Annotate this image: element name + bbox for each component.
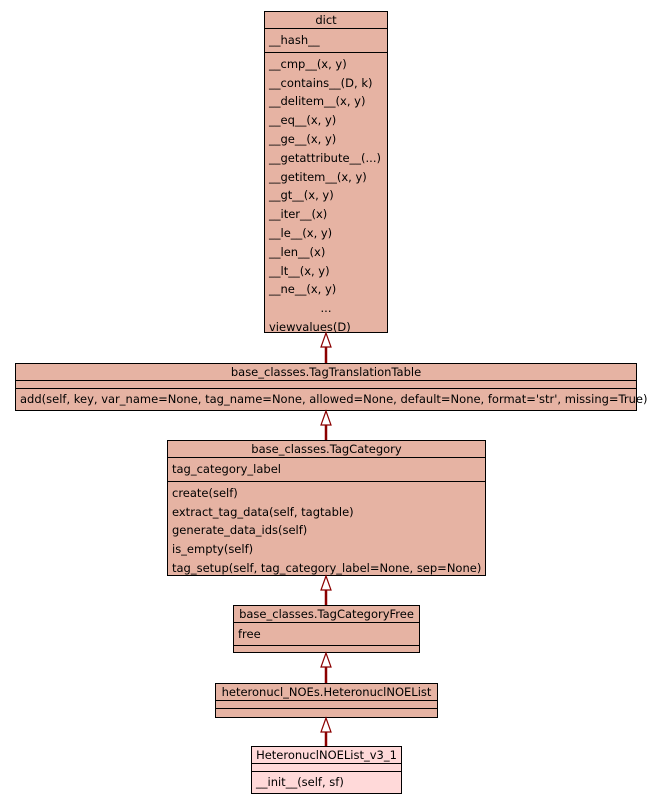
class-heteronucl-noe-list-v3-1[interactable]: HeteronuclNOEList_v3_1 __init__(self, sf… [251,746,402,794]
method: __iter__(x) [269,207,328,222]
class-name: base_classes.TagTranslationTable [230,365,422,379]
method: tag_setup(self, tag_category_label=None,… [172,560,482,575]
method: __eq__(x, y) [269,113,337,128]
inheritance-arrow-tag-category-free-to-tag-category [320,574,332,605]
attribute-section: free [234,622,419,645]
method: add(self, key, var_name=None, tag_name=N… [20,392,648,406]
method: __contains__(D, k) [269,75,373,90]
attribute: __hash__ [269,33,320,47]
method: viewvalues(D) [269,319,351,334]
inheritance-arrow-v3-1-to-heteronucl-noe-list [320,716,332,746]
method-section: __init__(self, sf) [252,771,401,793]
inheritance-arrow-tag-category-to-tag-translation-table [320,409,332,440]
inheritance-arrow-heteronucl-noe-list-to-tag-category-free [320,651,332,683]
method-section: add(self, key, var_name=None, tag_name=N… [16,388,648,410]
attribute-section: tag_category_label [168,457,485,481]
attribute-section [216,700,437,708]
attribute-section [16,380,636,388]
method: is_empty(self) [172,542,254,557]
attribute-section: __hash__ [265,28,387,52]
method: generate_data_ids(self) [172,523,308,538]
class-name: base_classes.TagCategoryFree [239,607,414,621]
method: __cmp__(x, y) [269,56,347,71]
method: __delitem__(x, y) [269,94,366,109]
attribute-section [252,763,401,771]
method: __lt__(x, y) [269,263,330,278]
method-section: __cmp__(x, y) __contains__(D, k) __delit… [265,51,387,339]
method: __getattribute__(...) [269,150,381,165]
class-name: dict [315,13,337,27]
class-tag-category[interactable]: base_classes.TagCategory tag_category_la… [167,440,486,576]
method: extract_tag_data(self, tagtable) [172,504,354,519]
method-ellipsis: ... [320,301,332,316]
class-heteronucl-noe-list[interactable]: heteronucl_NOEs.HeteronuclNOEList [215,683,438,718]
method: __getitem__(x, y) [269,169,367,184]
class-name: base_classes.TagCategory [251,442,402,456]
class-dict[interactable]: dict __hash__ __cmp__(x, y) __contains__… [264,11,388,334]
class-name: HeteronuclNOEList_v3_1 [256,748,397,762]
method: __len__(x) [269,244,326,259]
method-section [234,645,419,653]
class-name: heteronucl_NOEs.HeteronuclNOEList [221,685,432,699]
attribute: free [238,627,261,641]
method: create(self) [172,485,238,500]
method: __init__(self, sf) [256,775,344,789]
method-section: create(self) extract_tag_data(self, tagt… [168,480,485,580]
class-tag-translation-table[interactable]: base_classes.TagTranslationTable add(sel… [15,363,648,411]
method: __ge__(x, y) [269,131,337,146]
attribute: tag_category_label [172,462,281,476]
method: __le__(x, y) [269,225,333,240]
method: __gt__(x, y) [269,188,334,203]
class-tag-category-free[interactable]: base_classes.TagCategoryFree free [233,605,420,653]
inheritance-arrow-tag-translation-table-to-dict [320,331,332,363]
method: __ne__(x, y) [269,282,337,297]
method-section [216,708,437,717]
